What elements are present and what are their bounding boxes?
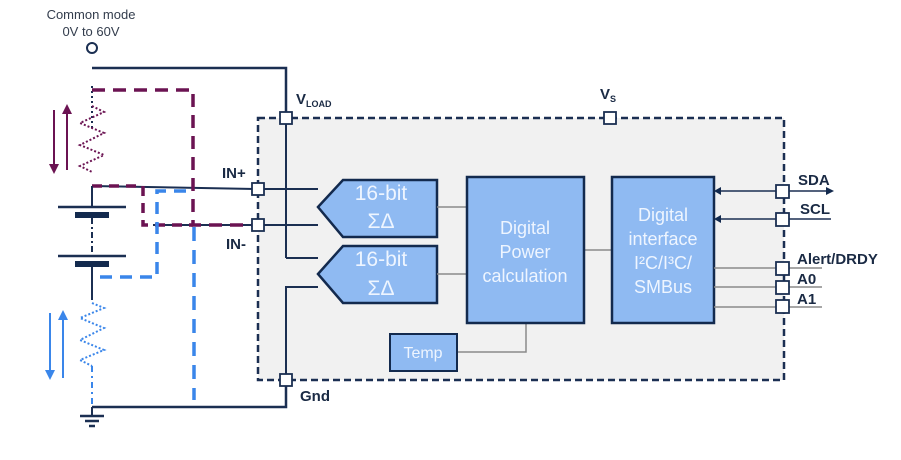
ground-icon — [80, 407, 104, 428]
resistor-top-icon — [77, 105, 107, 173]
supply-terminal-icon — [86, 42, 98, 54]
vload-label: VLOAD — [296, 91, 332, 109]
interface-line3: I²C/I³C/ — [634, 253, 692, 273]
scl-label: SCL — [800, 201, 830, 218]
interface-line4: SMBus — [634, 277, 692, 297]
pin-vs — [603, 111, 617, 125]
vs-label: VS — [600, 86, 616, 104]
resistor-bottom-icon — [77, 302, 107, 367]
scl-in-arrow-icon — [714, 215, 721, 223]
pin-a1 — [775, 299, 790, 314]
power-line2: Power — [499, 242, 550, 262]
adc-2-line2: ΣΔ — [367, 277, 394, 300]
a1-label: A1 — [797, 291, 816, 308]
current-arrows-bottom-icon — [45, 310, 68, 380]
adc-1-line1: 16-bit — [355, 182, 408, 205]
power-line3: calculation — [482, 266, 567, 286]
pin-gnd — [279, 373, 293, 387]
a0-label: A0 — [797, 271, 816, 288]
digital-interface-block — [610, 175, 716, 325]
common-mode-label: Common mode — [47, 7, 136, 22]
adc-1-block — [316, 178, 439, 239]
pin-in-minus — [251, 218, 265, 232]
pin-in-plus — [251, 182, 265, 196]
pin-scl — [775, 212, 790, 227]
gnd-wire — [92, 380, 288, 409]
pin-alert — [775, 261, 790, 276]
battery-cell-2-icon — [58, 254, 126, 300]
adc-2-line1: 16-bit — [355, 248, 408, 271]
temp-label: Temp — [403, 345, 442, 362]
temp-block — [389, 333, 458, 372]
sda-in-arrow-icon — [714, 187, 721, 195]
vload-wire — [92, 66, 288, 118]
in-minus-label: IN- — [226, 236, 246, 253]
gnd-to-adc2-wire — [285, 286, 318, 380]
temp-to-power-line — [457, 323, 527, 353]
pin-a0 — [775, 280, 790, 295]
interface-line1: Digital — [638, 205, 688, 225]
power-line1: Digital — [500, 218, 550, 238]
battery-cell-1-icon — [58, 186, 126, 218]
purple-current-return — [92, 184, 193, 227]
pin-sda — [775, 184, 790, 199]
pin-vload — [279, 111, 293, 125]
in-plus-wire — [91, 185, 259, 190]
purple-current-path — [92, 88, 258, 227]
adc-1-line2: ΣΔ — [367, 210, 394, 233]
blue-current-path — [100, 189, 194, 279]
current-arrows-top-icon — [49, 104, 72, 174]
sda-out-arrow-icon — [826, 187, 834, 195]
alert-label: Alert/DRDY — [797, 251, 878, 268]
interface-line2: interface — [628, 229, 697, 249]
power-calculation-block — [465, 175, 586, 325]
sda-label: SDA — [798, 172, 830, 189]
chip-boundary — [256, 116, 786, 382]
in-plus-label: IN+ — [222, 165, 246, 182]
common-mode-range: 0V to 60V — [62, 24, 119, 39]
gnd-label: Gnd — [300, 388, 330, 405]
